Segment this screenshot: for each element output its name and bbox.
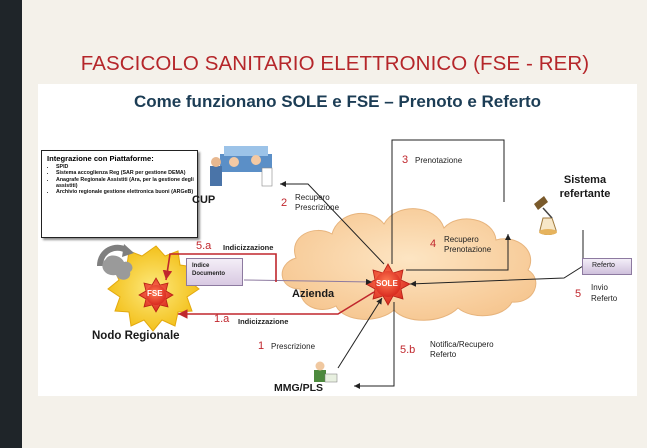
step-1a-number: 1.a (214, 313, 230, 325)
slide-side-bar (0, 0, 22, 448)
step-1-number: 1 (258, 340, 265, 352)
step-5-label: Invio Referto (591, 283, 618, 303)
arrow-invio-referto (409, 230, 584, 287)
referto-box: Referto (582, 258, 632, 275)
arrow-notifica-referto (354, 302, 395, 389)
arrow-indice-documento (243, 278, 373, 285)
integration-title: Integrazione con Piattaforme: (47, 154, 154, 163)
sole-starburst (365, 263, 411, 306)
arrow-recupero-prescrizione (280, 181, 385, 265)
diagram-panel: Come funzionano SOLE e FSE – Prenoto e R… (38, 84, 637, 396)
diagram-canvas (97, 139, 584, 389)
integration-item: SPID (56, 164, 197, 170)
arrow-prenotazione (391, 139, 505, 264)
step-1-label: Prescrizione (271, 342, 316, 351)
arrow-indicizzazione-1a (178, 291, 375, 319)
mmg-pls-label: MMG/PLS (274, 382, 323, 394)
arrow-prescrizione (337, 297, 383, 369)
sistema-refertante-label: Sistema refertante (559, 174, 611, 200)
azienda-cloud (281, 208, 537, 321)
integration-list: SPID Sistema accoglienza Reg (SAR per ge… (42, 164, 197, 195)
cup-label: CUP (192, 194, 216, 206)
integration-item: Archivio regionale gestione elettronica … (56, 189, 197, 195)
integration-box: Integrazione con Piattaforme: SPID Siste… (41, 150, 198, 238)
lab-flask-icon (534, 196, 557, 235)
step-5a-number: 5.a (196, 240, 212, 252)
slide-title: FASCICOLO SANITARIO ELETTRONICO (FSE - R… (80, 52, 590, 75)
step-5-number: 5 (575, 288, 582, 300)
step-2-label: Recupero Prescrizione (295, 193, 340, 212)
integration-item: Anagrafe Regionale Assistiti (Ara, per l… (56, 177, 197, 190)
step-3-number: 3 (402, 154, 409, 166)
step-5a-label: Indicizzazione (223, 243, 274, 252)
integration-item: Sistema accoglienza Reg (SAR per gestion… (56, 170, 197, 176)
step-2-number: 2 (281, 197, 288, 209)
doctor-icon (314, 361, 338, 383)
arrow-indicizzazione-5a (162, 253, 277, 282)
azienda-label: Azienda (292, 288, 335, 300)
step-5b-number: 5.b (400, 344, 416, 356)
fse-label: FSE (147, 289, 163, 298)
step-1a-label: Indicizzazione (238, 317, 289, 326)
indice-documento-box: Indice Documento (186, 258, 243, 286)
step-3-label: Prenotazione (415, 156, 463, 165)
step-4-number: 4 (430, 238, 437, 250)
nodo-regionale-label: Nodo Regionale (92, 330, 180, 342)
step-4-label: Recupero Prenotazione (444, 235, 492, 254)
sync-icon (97, 244, 134, 280)
cup-desk-icon (210, 146, 273, 187)
panel-title: Come funzionano SOLE e FSE – Prenoto e R… (133, 92, 542, 111)
sole-label: SOLE (376, 279, 398, 288)
step-5b-label: Notifica/Recupero Referto (430, 340, 494, 359)
arrow-recupero-prenotazione (406, 234, 511, 271)
fse-starburst (138, 277, 174, 313)
